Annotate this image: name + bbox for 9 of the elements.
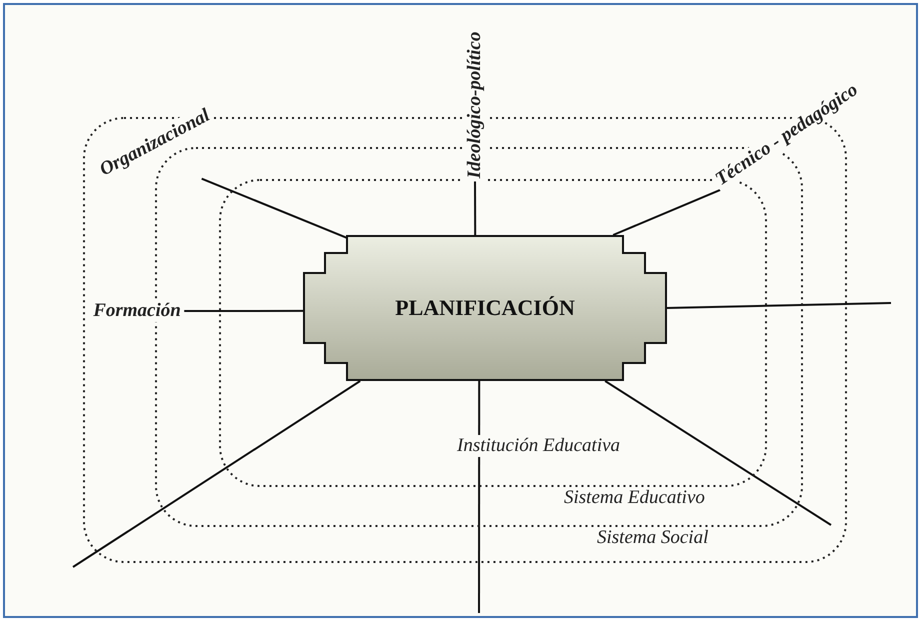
connector-line <box>604 380 832 526</box>
connector-line <box>72 380 361 568</box>
connector-line <box>666 302 892 309</box>
center-title: PLANIFICACIÓN <box>395 295 575 321</box>
branch-label: Formación <box>90 300 184 322</box>
connector-line <box>478 381 480 613</box>
connector-line <box>201 178 348 239</box>
connector-line <box>184 310 303 312</box>
connector-line <box>474 181 476 235</box>
